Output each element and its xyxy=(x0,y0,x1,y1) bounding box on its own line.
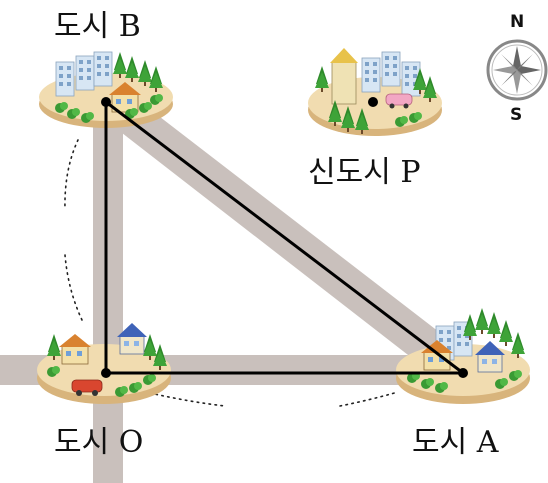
compass-rose-icon xyxy=(486,39,548,101)
city-a-label: 도시 A xyxy=(412,425,499,460)
point-o xyxy=(101,368,111,378)
arc-bottom-right xyxy=(339,391,399,407)
arc-bottom-left xyxy=(149,392,226,407)
arc-left-lower xyxy=(64,254,83,321)
point-p xyxy=(368,97,378,107)
compass-north-label: N xyxy=(510,12,525,32)
new-city-p-cluster xyxy=(308,48,442,136)
compass-south-label: S xyxy=(510,105,523,125)
arc-left-upper xyxy=(64,139,79,211)
city-o-label: 도시 O xyxy=(54,425,144,460)
point-b xyxy=(101,97,111,107)
dotted-arcs xyxy=(64,139,399,407)
new-city-p-label: 신도시 P xyxy=(308,155,421,190)
segment-ba xyxy=(105,100,464,375)
road-vertical xyxy=(93,120,123,483)
triangle-obA xyxy=(104,100,464,375)
point-a xyxy=(458,368,468,378)
city-b-label: 도시 B xyxy=(54,9,141,44)
